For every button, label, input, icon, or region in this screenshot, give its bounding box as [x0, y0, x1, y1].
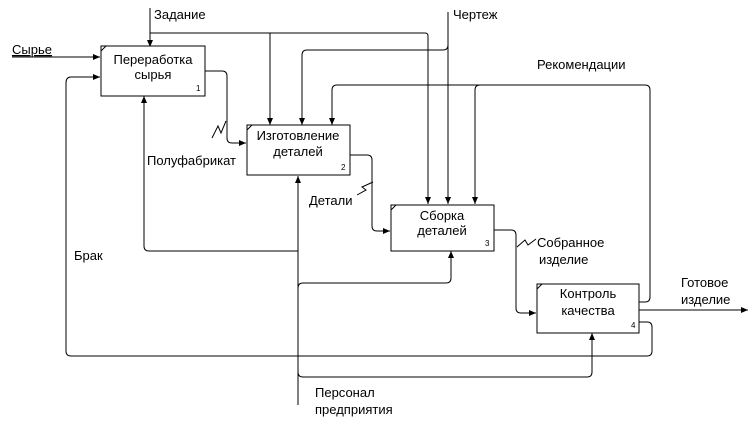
box-1-number: 1	[196, 84, 201, 93]
task-branch	[150, 32, 431, 204]
defect-arrow	[65, 74, 653, 357]
box-3-label-line-1: Сборка	[420, 208, 465, 223]
label-parts: Детали	[309, 193, 353, 208]
label-drawing: Чертеж	[453, 7, 498, 22]
semi-squiggle	[211, 120, 227, 139]
assembled-squiggle	[516, 238, 537, 248]
label-assembled-line-1: Собранное	[537, 235, 604, 250]
box-2-number: 2	[341, 163, 346, 172]
recommendations-branch	[472, 84, 481, 204]
label-assembled-line-2: изделие	[539, 252, 588, 267]
label-finished-line-2: изделие	[681, 292, 730, 307]
box-raw-processing: Переработка сырья 1	[100, 45, 206, 97]
box-3-label-line-2: деталей	[417, 223, 467, 238]
box-quality-control: Контроль качества 4	[536, 283, 640, 334]
box-4-label-line-2: качества	[561, 303, 615, 318]
box-assembly: Сборка деталей 3	[390, 204, 495, 252]
box-4-number: 4	[631, 321, 636, 330]
label-defect: Брак	[74, 248, 103, 263]
box-2-label-line-1: Изготовление	[257, 128, 340, 143]
assembled-arrow	[494, 229, 536, 316]
parts-arrow	[350, 154, 390, 234]
label-staff-line-2: предприятия	[315, 402, 393, 417]
label-semi-product: Полуфабрикат	[147, 153, 236, 168]
staff-branch-3	[297, 251, 454, 289]
label-finished-line-1: Готовое	[681, 275, 728, 290]
label-staff-line-1: Персонал	[315, 385, 375, 400]
label-recommendations: Рекомендации	[537, 57, 626, 72]
semi-product-arrow	[205, 70, 246, 146]
box-4-label-line-1: Контроль	[560, 286, 617, 301]
box-2-label-line-2: деталей	[273, 144, 323, 159]
defect-branch	[141, 96, 298, 252]
box-parts-manufacturing: Изготовление деталей 2	[246, 124, 351, 176]
drawing-branch	[299, 44, 449, 125]
parts-squiggle	[356, 181, 374, 196]
box-1-label-line-1: Переработка	[113, 52, 193, 67]
label-raw: Сырье	[12, 42, 52, 57]
recommendations-arrow	[329, 84, 651, 303]
staff-branch-4	[297, 333, 595, 378]
box-3-number: 3	[485, 239, 490, 248]
box-1-label-line-2: сырья	[135, 67, 172, 82]
label-task: Задание	[154, 7, 206, 22]
